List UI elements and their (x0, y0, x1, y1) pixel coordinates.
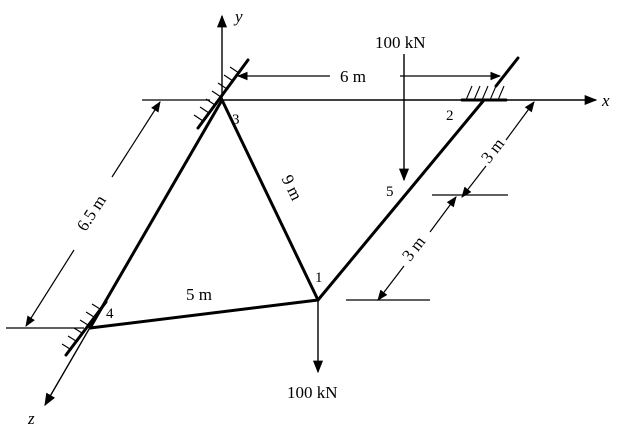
load-label-bottom: 100 kN (287, 383, 338, 402)
dim-6-5m-arrow-up (111, 101, 161, 178)
dim-3m-lower-arrow-up (429, 196, 457, 233)
axis-label-z: z (27, 409, 35, 426)
load-label-top: 100 kN (375, 33, 426, 52)
member-2-1 (316, 98, 486, 302)
axis-label-y: y (233, 7, 243, 26)
node-label-5: 5 (386, 184, 394, 200)
node-label-1: 1 (315, 270, 323, 286)
member-4-1 (88, 298, 320, 330)
node-label-2: 2 (446, 108, 454, 124)
axis-label-x: x (601, 91, 610, 110)
dim-label-3m-lower: 3 m (398, 233, 429, 265)
dim-3m-upper-arrow-down (461, 165, 487, 198)
dim-label-6-5m: 6.5 m (73, 192, 110, 235)
dim-3m-upper-arrow-up (505, 101, 535, 141)
dim-label-9m: 9 m (278, 172, 306, 204)
dim-6-5m-arrow-down (25, 249, 75, 327)
support-3 (193, 58, 250, 130)
member-3-1 (220, 98, 320, 302)
dim-label-3m-upper: 3 m (477, 135, 508, 167)
node-label-4: 4 (106, 306, 114, 322)
support-2 (460, 56, 520, 102)
dim-3m-lower-arrow-down (377, 265, 405, 301)
member-3-4 (88, 98, 224, 330)
dim-label-6m: 6 m (340, 67, 366, 86)
support-4 (61, 300, 108, 357)
node-label-3: 3 (232, 112, 240, 128)
dim-label-5m: 5 m (186, 285, 212, 304)
